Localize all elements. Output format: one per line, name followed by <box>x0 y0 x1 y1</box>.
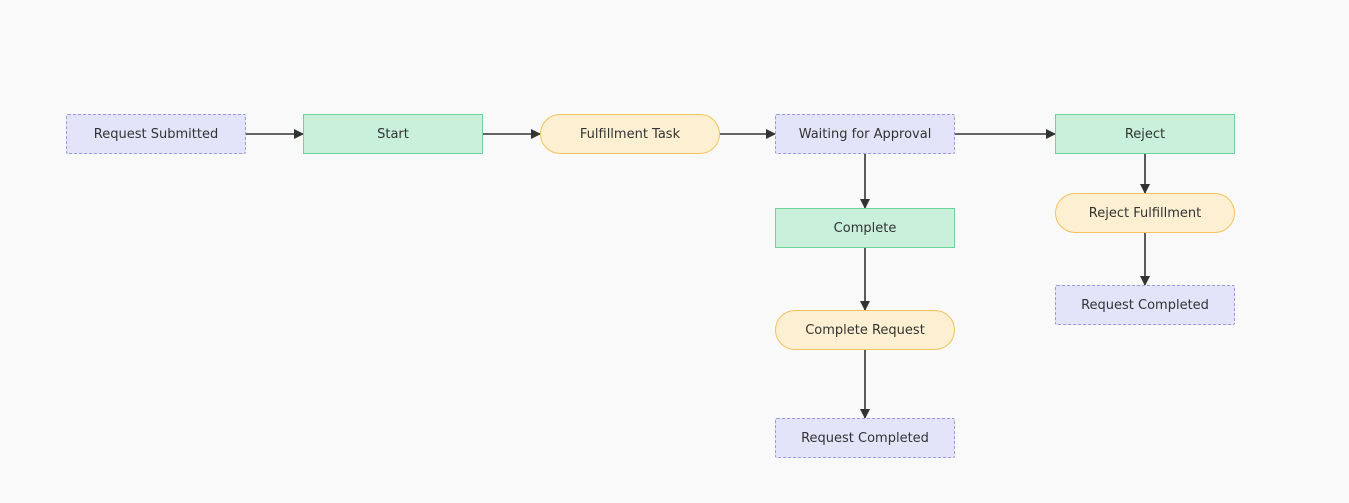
node-label: Complete Request <box>805 322 925 338</box>
node-fulfillment-task[interactable]: Fulfillment Task <box>540 114 720 154</box>
node-complete[interactable]: Complete <box>775 208 955 248</box>
node-request-completed-reject[interactable]: Request Completed <box>1055 285 1235 325</box>
node-request-submitted[interactable]: Request Submitted <box>66 114 246 154</box>
node-start[interactable]: Start <box>303 114 483 154</box>
node-waiting-for-approval[interactable]: Waiting for Approval <box>775 114 955 154</box>
node-label: Reject <box>1124 126 1166 142</box>
node-label: Request Submitted <box>93 126 219 142</box>
node-label: Request Completed <box>1081 297 1209 313</box>
node-label: Request Completed <box>801 430 929 446</box>
node-label: Waiting for Approval <box>798 126 932 142</box>
node-complete-request[interactable]: Complete Request <box>775 310 955 350</box>
node-reject-fulfillment[interactable]: Reject Fulfillment <box>1055 193 1235 233</box>
node-label: Fulfillment Task <box>579 126 681 142</box>
node-label: Start <box>377 126 409 142</box>
node-label: Complete <box>833 220 897 236</box>
node-request-completed-complete[interactable]: Request Completed <box>775 418 955 458</box>
node-label: Reject Fulfillment <box>1088 205 1202 221</box>
node-reject[interactable]: Reject <box>1055 114 1235 154</box>
